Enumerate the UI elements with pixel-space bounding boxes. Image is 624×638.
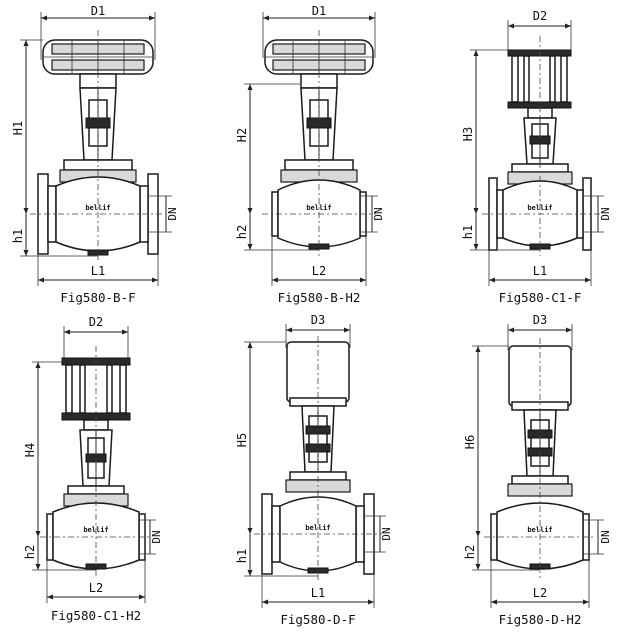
dim-d1-label-2: D1 — [312, 4, 326, 18]
dim-l2-label: L2 — [312, 264, 326, 278]
dim-l1-label-5: L1 — [311, 586, 325, 600]
drawing-fig580-c1-h2: D2 bellif H4 h2 DN L2 Fig580-C1-H2 — [23, 315, 163, 623]
dim-l2-label-4: L2 — [89, 581, 103, 595]
dim-dn-label-6: DN — [599, 530, 612, 543]
dim-d3-label-6: D3 — [533, 313, 547, 327]
dim-h1-small-label: h1 — [11, 229, 25, 243]
dim-l1-label: L1 — [91, 264, 105, 278]
dim-h4-label: H4 — [23, 443, 37, 457]
drawing-fig580-b-h2: D1 bellif H2 h2 DN L2 Fig580-B-H2 — [235, 4, 385, 305]
caption-fig580-c1-h2: Fig580-C1-H2 — [51, 608, 141, 623]
dim-dn-label-4: DN — [150, 530, 163, 543]
drawing-fig580-c1-f: D2 bellif H3 h1 DN L1 Fig580-C1-F — [461, 9, 612, 305]
dim-h1-small-label-3: h1 — [461, 225, 475, 239]
dim-d2-label-4: D2 — [89, 315, 103, 329]
dim-dn-label: DN — [166, 207, 179, 220]
dim-dn-label-2: DN — [372, 207, 385, 220]
caption-fig580-b-f: Fig580-B-F — [60, 290, 135, 305]
drawing-fig580-b-f: D1 bellif H1 h1 — [11, 4, 179, 305]
dim-dn-label-5: DN — [380, 527, 393, 540]
caption-fig580-c1-f: Fig580-C1-F — [499, 290, 582, 305]
dim-h6-label: H6 — [463, 435, 477, 449]
dim-h2-small-label-4: h2 — [23, 545, 37, 559]
dim-h1-label: H1 — [11, 121, 25, 135]
drawing-fig580-d-h2: D3 bellif H6 h2 DN L2 Fig580-D-H2 — [463, 313, 612, 627]
caption-fig580-d-f: Fig580-D-F — [280, 612, 355, 627]
dim-l2-label-6: L2 — [533, 586, 547, 600]
dim-d2-label: D2 — [533, 9, 547, 23]
dim-h5-label: H5 — [235, 433, 249, 447]
dim-h2-label: H2 — [235, 128, 249, 142]
dim-h2-small-label: h2 — [235, 225, 249, 239]
dim-d3-label: D3 — [311, 313, 325, 327]
dim-h1-small-label-5: h1 — [235, 549, 249, 563]
dim-dn-label-3: DN — [599, 207, 612, 220]
drawing-fig580-d-f: D3 bellif H5 h1 DN L1 Fig580-D-F — [235, 313, 393, 627]
caption-fig580-d-h2: Fig580-D-H2 — [499, 612, 582, 627]
dim-h2-small-label-6: h2 — [463, 545, 477, 559]
dim-d1-label: D1 — [91, 4, 105, 18]
caption-fig580-b-h2: Fig580-B-H2 — [278, 290, 361, 305]
dim-l1-label-3: L1 — [533, 264, 547, 278]
dim-h3-label: H3 — [461, 127, 475, 141]
